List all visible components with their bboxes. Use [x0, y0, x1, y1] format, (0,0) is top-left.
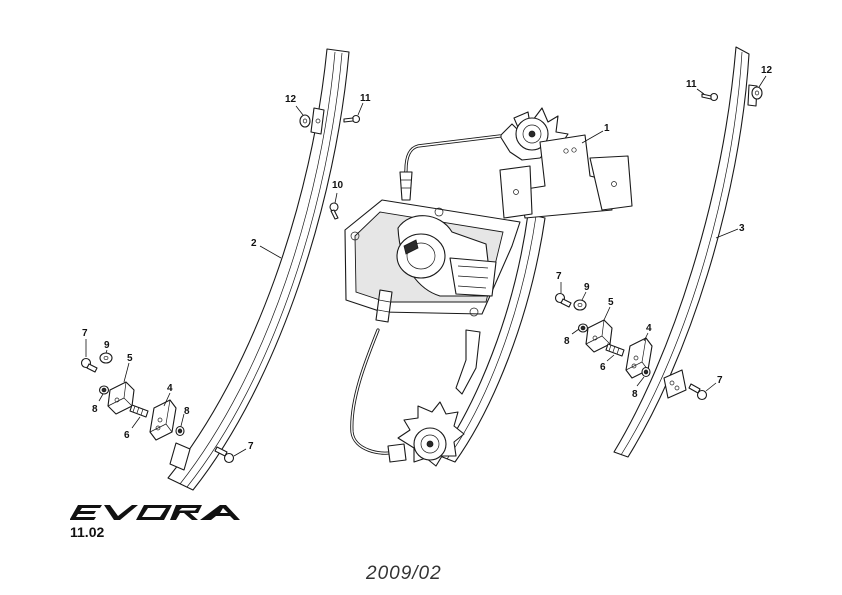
callout-4-right: 4: [646, 323, 652, 334]
washer-9-right: [573, 299, 587, 311]
callout-9-left: 9: [104, 340, 110, 351]
nut-8-left-b: [175, 425, 185, 437]
bolt-7-right-upper: [554, 292, 572, 308]
callout-12-right: 12: [761, 65, 773, 76]
washer-12-left: [299, 114, 311, 128]
screw-11-left: [343, 114, 361, 124]
bolt-10: [329, 202, 339, 220]
callout-8-d: 8: [632, 389, 638, 400]
nut-8-right-a: [577, 323, 589, 333]
washer-9-left: [99, 352, 113, 364]
callout-5-left: 5: [127, 353, 133, 364]
nut-8-left-a: [98, 385, 110, 395]
callout-labels: 1 2 3 4 4 5 5 6 6 7 7 7 7 8 8 8 8 9 9 10…: [82, 65, 773, 452]
window-regulator-assembly: [344, 107, 633, 467]
callout-11-right: 11: [686, 79, 697, 90]
callout-9-right: 9: [584, 282, 590, 293]
issue-date: 2009/02: [366, 563, 442, 584]
callout-11-left: 11: [360, 93, 371, 104]
callout-10: 10: [332, 180, 344, 191]
bolt-7-left-lower: [214, 446, 235, 464]
callout-8-c: 8: [564, 336, 570, 347]
right-fastener-group: [554, 86, 763, 401]
callout-1: 1: [604, 123, 610, 134]
stud-6-right: [605, 343, 625, 357]
callout-3: 3: [739, 223, 745, 234]
callout-6-right: 6: [600, 362, 606, 373]
callout-8-b: 8: [184, 406, 190, 417]
callout-7-d: 7: [717, 375, 723, 386]
lower-pulley: [397, 401, 465, 467]
callout-5-right: 5: [608, 297, 614, 308]
bolt-7-left-upper: [80, 357, 98, 373]
evora-logo: [70, 505, 240, 520]
clamp-block-5-right: [585, 319, 613, 353]
callout-12-left: 12: [285, 94, 297, 105]
callout-8-a: 8: [92, 404, 98, 415]
callout-7-c: 7: [556, 271, 562, 282]
left-window-channel: [167, 48, 350, 491]
nut-8-right-b: [641, 366, 651, 378]
bolt-7-right-lower: [688, 383, 708, 401]
clamp-block-4-left: [149, 399, 177, 441]
callout-2: 2: [251, 238, 257, 249]
stud-6-left: [129, 404, 149, 418]
leader-lines: [85, 75, 767, 457]
callout-4-left: 4: [167, 383, 173, 394]
left-fastener-group: [80, 114, 361, 464]
callout-7-a: 7: [82, 328, 88, 339]
section-number: 11.02: [70, 524, 105, 540]
callout-6-left: 6: [124, 430, 130, 441]
callout-7-b: 7: [248, 441, 254, 452]
screw-11-right: [701, 92, 719, 102]
washer-12-right: [751, 86, 763, 100]
